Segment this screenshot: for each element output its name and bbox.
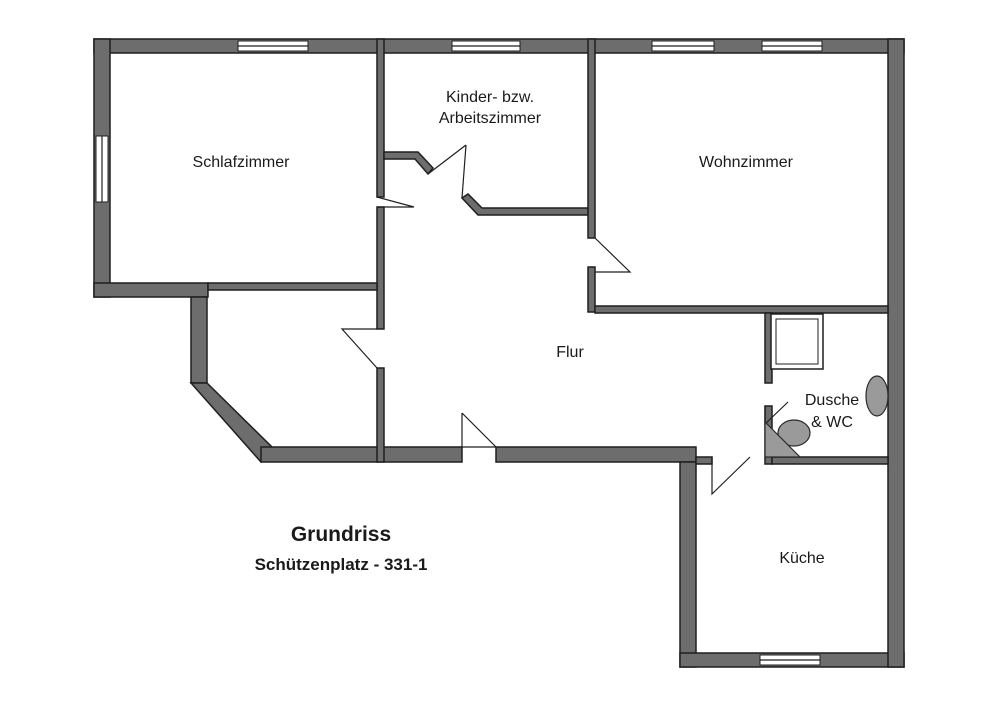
door-wohnzimmer: [594, 237, 632, 273]
sink-icon: [865, 375, 889, 417]
label-dusche-line2: & WC: [811, 414, 853, 431]
plan-subtitle: Schützenplatz - 331-1: [255, 555, 428, 574]
door-abstellraum: [340, 328, 378, 369]
label-dusche-line1: Dusche: [805, 392, 859, 409]
label-schlafzimmer: Schlafzimmer: [193, 154, 291, 171]
label-kueche: Küche: [779, 550, 824, 567]
bathroom-fixtures: [764, 313, 889, 458]
door-kueche: [711, 456, 751, 496]
room-labels: Schlafzimmer Kinder- bzw. Arbeitszimmer …: [193, 89, 860, 567]
doors: [340, 144, 789, 496]
shower-tray: [770, 313, 824, 370]
label-kinderzimmer-line2: Arbeitszimmer: [439, 110, 542, 127]
door-schlafzimmer: [376, 196, 415, 208]
label-flur: Flur: [556, 344, 584, 361]
label-kinderzimmer-line1: Kinder- bzw.: [446, 89, 534, 106]
title-block: Grundriss Schützenplatz - 331-1: [255, 523, 428, 574]
door-kinderzimmer: [427, 144, 467, 175]
door-eingang: [461, 413, 496, 448]
plan-title: Grundriss: [291, 523, 391, 546]
interior-walls: [207, 38, 889, 465]
toilet-icon: [777, 419, 811, 447]
corner-cabinet-icon: [764, 420, 802, 458]
windows: [95, 40, 823, 666]
label-wohnzimmer: Wohnzimmer: [699, 154, 794, 171]
